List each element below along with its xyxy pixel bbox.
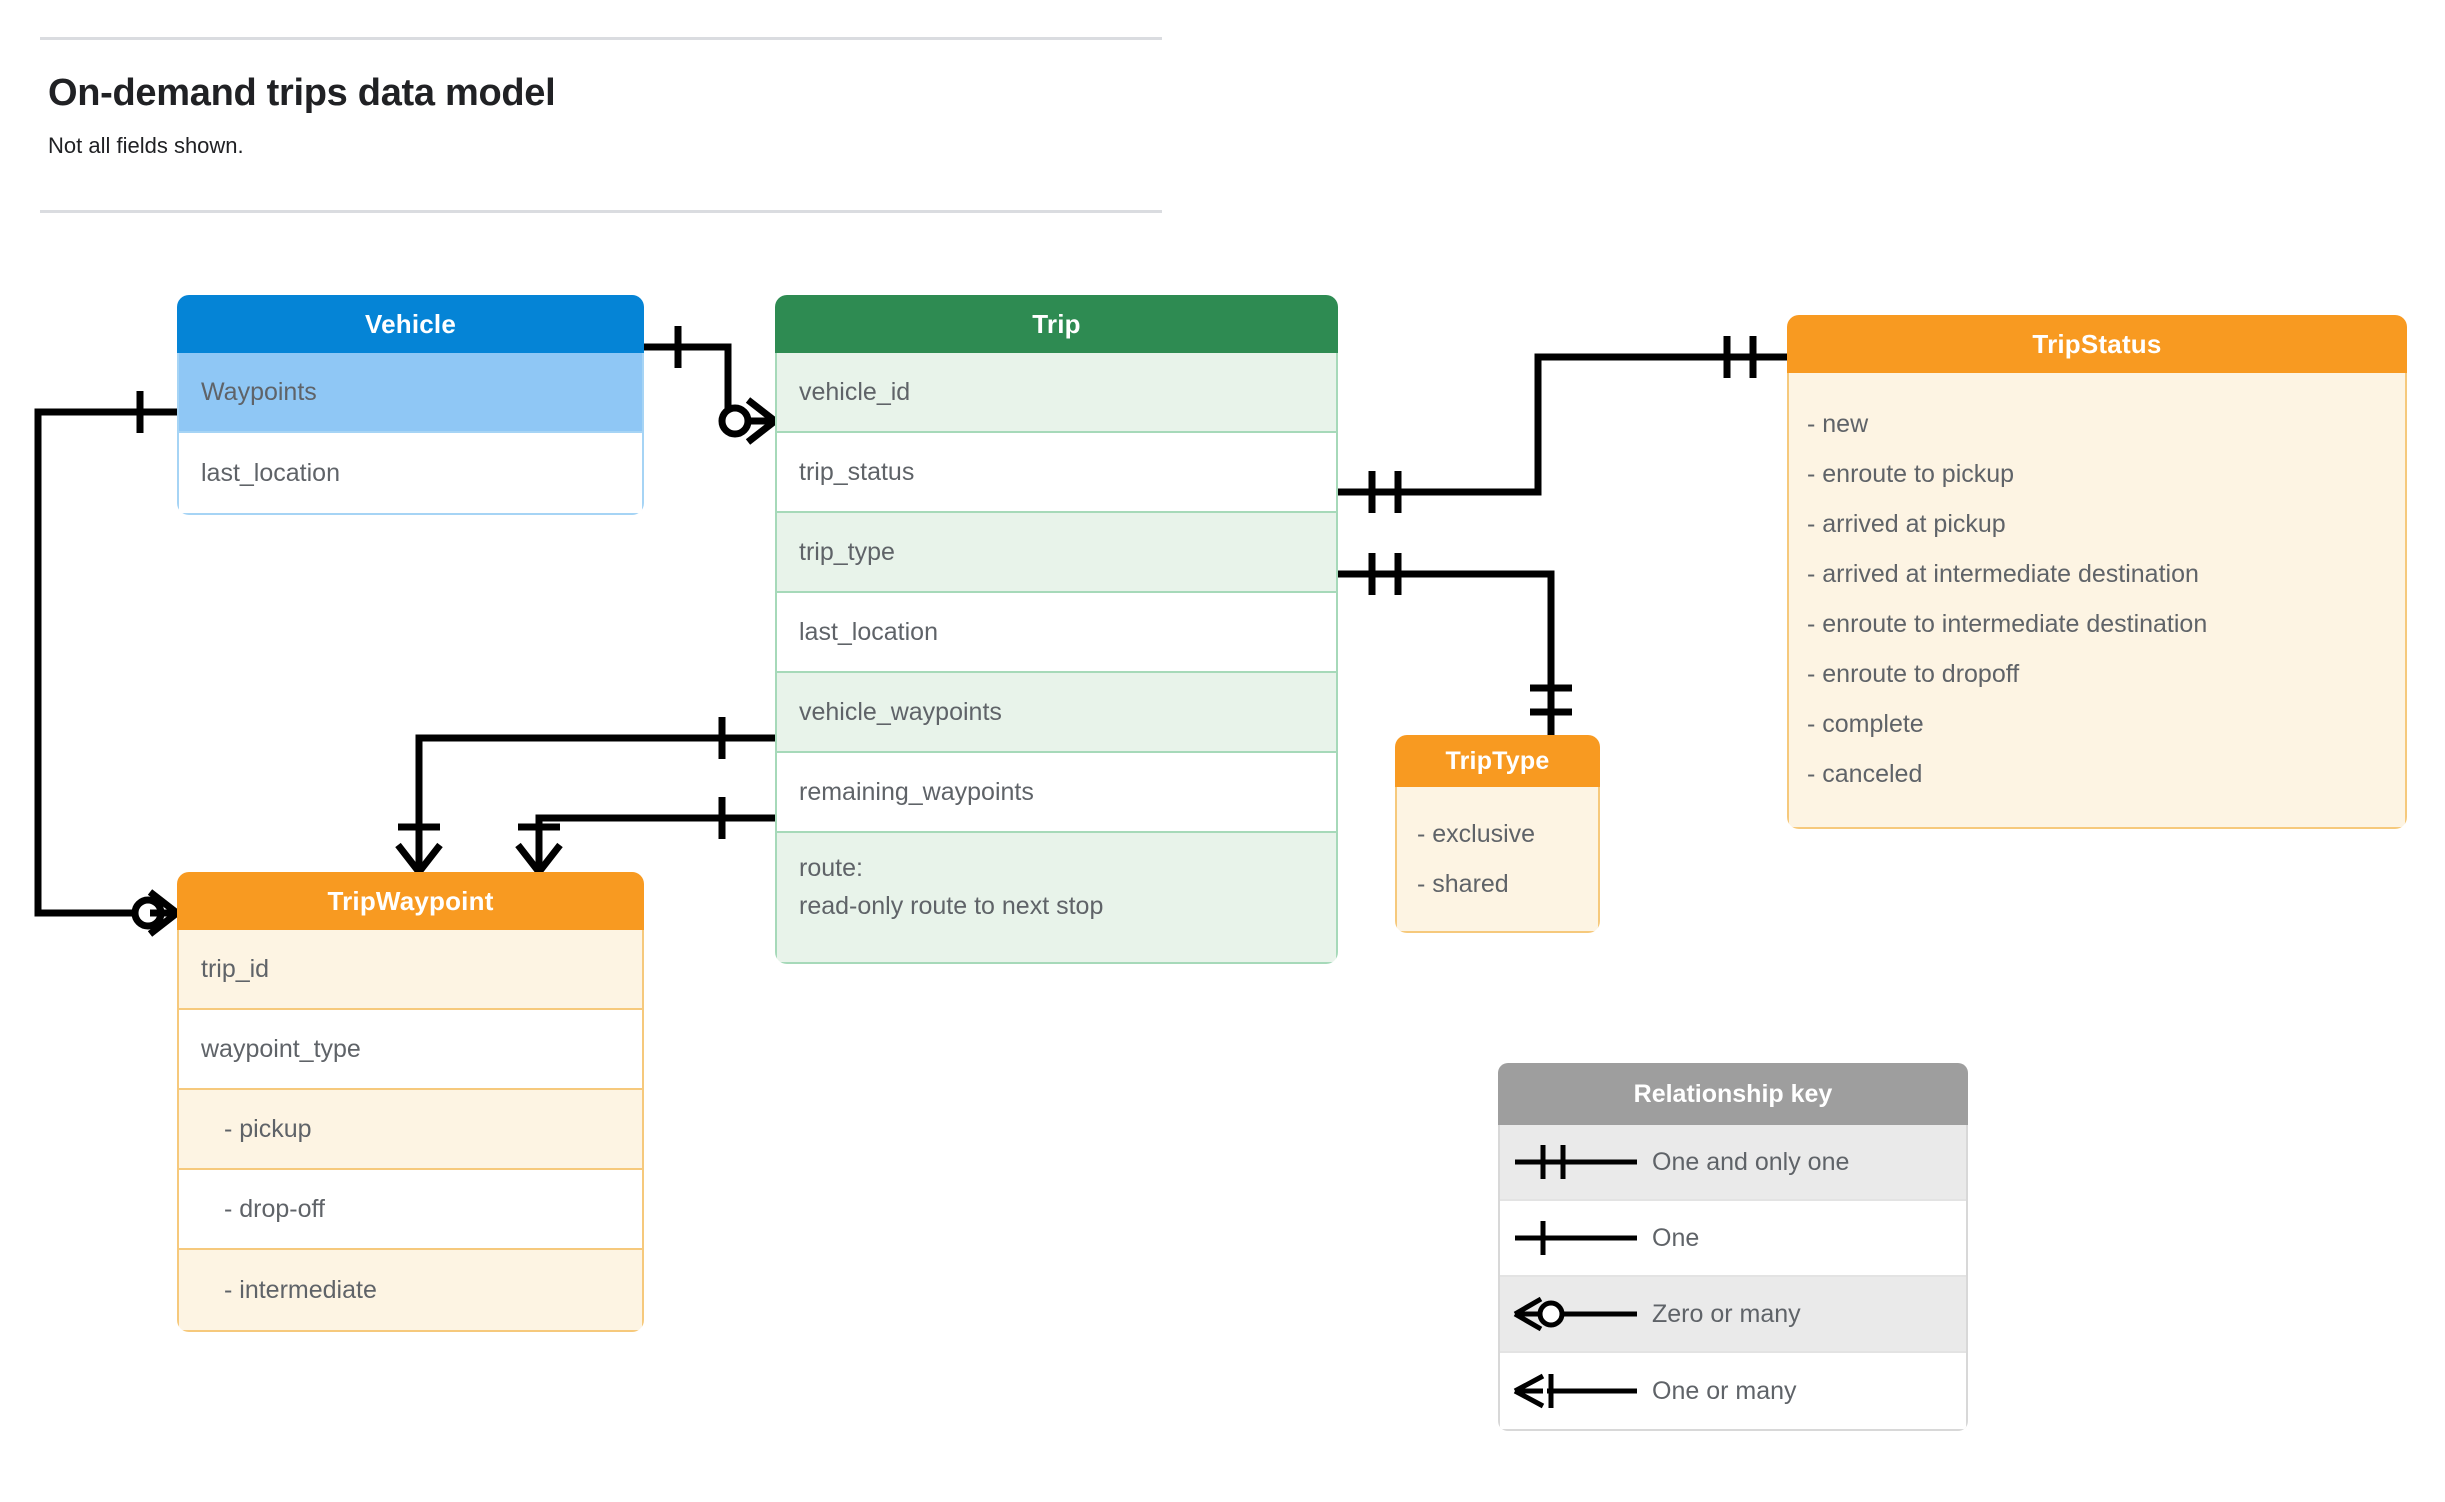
enum-value: - exclusive [1417, 820, 1536, 848]
field-row-enum[interactable]: - pickup [179, 1090, 642, 1170]
field-row[interactable]: trip_status [777, 433, 1336, 513]
legend-label: One [1652, 1223, 1700, 1252]
entity-trip-type-values: - exclusive - shared [1395, 787, 1600, 933]
entity-trip-waypoint-fields: trip_id waypoint_type - pickup - drop-of… [177, 930, 644, 1332]
one-or-many-icon [1500, 1368, 1652, 1414]
field-row[interactable]: vehicle_id [777, 353, 1336, 433]
entity-trip-status-title: TripStatus [1787, 315, 2407, 373]
entity-trip[interactable]: Trip vehicle_id trip_status trip_type la… [775, 295, 1338, 964]
field-row[interactable]: Waypoints [179, 353, 642, 433]
field-route-description: read-only route to next stop [799, 892, 1104, 920]
legend-label: One or many [1652, 1376, 1797, 1405]
field-row[interactable]: last_location [179, 433, 642, 513]
enum-value: - arrived at intermediate destination [1807, 560, 2199, 588]
relationship-key-legend: Relationship key One and only one [1498, 1063, 1968, 1431]
field-row[interactable]: trip_id [179, 930, 642, 1010]
entity-trip-type[interactable]: TripType - exclusive - shared [1395, 735, 1600, 933]
enum-value: - arrived at pickup [1807, 510, 2006, 538]
zero-or-many-icon [1500, 1291, 1652, 1337]
enum-value: - new [1807, 410, 1869, 438]
entity-trip-title: Trip [775, 295, 1338, 353]
field-row[interactable]: waypoint_type [179, 1010, 642, 1090]
entity-vehicle[interactable]: Vehicle Waypoints last_location [177, 295, 644, 515]
enum-value: - enroute to intermediate destination [1807, 610, 2208, 638]
legend-row: Zero or many [1500, 1277, 1966, 1353]
enum-value: - enroute to dropoff [1807, 660, 2020, 688]
field-row-enum[interactable]: - intermediate [179, 1250, 642, 1330]
field-row-enum[interactable]: - drop-off [179, 1170, 642, 1250]
field-row[interactable]: remaining_waypoints [777, 753, 1336, 833]
field-row[interactable]: vehicle_waypoints [777, 673, 1336, 753]
field-row-route[interactable]: route: read-only route to next stop [777, 833, 1336, 962]
enum-value: - canceled [1807, 760, 1923, 788]
entity-trip-waypoint[interactable]: TripWaypoint trip_id waypoint_type - pic… [177, 872, 644, 1332]
legend-label: One and only one [1652, 1147, 1850, 1176]
legend-label: Zero or many [1652, 1299, 1801, 1328]
relationship-key-title: Relationship key [1498, 1063, 1968, 1125]
legend-row: One or many [1500, 1353, 1966, 1429]
legend-row: One [1500, 1201, 1966, 1277]
field-route-label: route: [799, 854, 863, 882]
entity-trip-status[interactable]: TripStatus - new - enroute to pickup - a… [1787, 315, 2407, 829]
entity-trip-type-title: TripType [1395, 735, 1600, 787]
entity-vehicle-title: Vehicle [177, 295, 644, 353]
one-and-only-one-icon [1500, 1139, 1652, 1185]
page-title: On-demand trips data model [48, 72, 556, 114]
field-row[interactable]: last_location [777, 593, 1336, 673]
entity-vehicle-fields: Waypoints last_location [177, 353, 644, 515]
enum-value: - complete [1807, 710, 1924, 738]
header-divider-top [40, 37, 1162, 40]
entity-trip-status-values: - new - enroute to pickup - arrived at p… [1787, 373, 2407, 829]
field-row[interactable]: trip_type [777, 513, 1336, 593]
one-icon [1500, 1215, 1652, 1261]
entity-trip-waypoint-title: TripWaypoint [177, 872, 644, 930]
entity-trip-fields: vehicle_id trip_status trip_type last_lo… [775, 353, 1338, 964]
enum-value: - shared [1417, 870, 1509, 898]
enum-value: - enroute to pickup [1807, 460, 2015, 488]
legend-row: One and only one [1500, 1125, 1966, 1201]
page-subtitle: Not all fields shown. [48, 133, 244, 158]
header-divider-bottom [40, 210, 1162, 213]
relationship-key-rows: One and only one One [1498, 1125, 1968, 1431]
